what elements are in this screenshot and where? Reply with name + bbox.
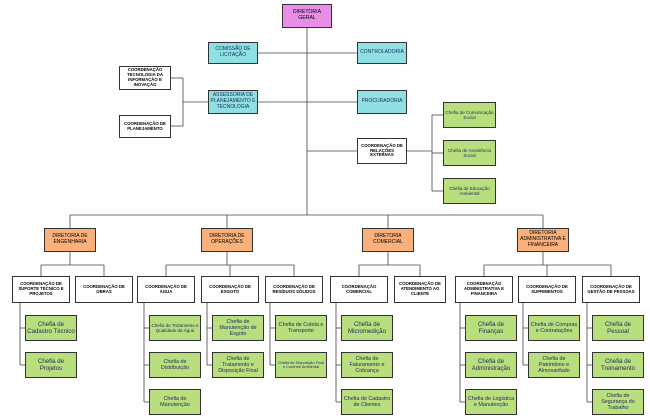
chefia-patrimonio-label: Chefia de Patrimônio e Almoxarifado xyxy=(538,355,570,375)
comissao-licitacao-label: COMISSÃO DE LICITAÇÃO xyxy=(215,46,251,58)
coord-pessoas-box: COORDENAÇÃO DE GESTÃO DE PESSOAS xyxy=(582,276,640,303)
coord-agua-label: COORDENAÇÃO DE ÁGUA xyxy=(145,283,187,294)
chefia-cadastro-tecnico-box: Chefia de Cadastro Técnico xyxy=(25,315,77,341)
chefia-administracao-box: Chefia de Administração xyxy=(465,352,517,378)
chefia-manutencao-esgoto-label: Chefia de Manutenção de Esgoto xyxy=(219,318,257,338)
chefia-coleta-box: Chefia de Coleta e Transporte xyxy=(275,315,327,341)
chefia-educacao-label: Chefia de Educação Ambiental xyxy=(449,185,490,196)
chefia-cadastro-clientes-box: Chefia de Cadastro de Clientes xyxy=(341,389,393,415)
chefia-pessoal-box: Chefia de Pessoal xyxy=(592,315,644,341)
dir-adm-box: DIRETORIA ADMINISTRATIVA E FINANCEIRA xyxy=(517,228,569,252)
coord-comercial-label: COORDENAÇÃO COMERCIAL xyxy=(341,283,377,294)
coord-obras-box: COORDENAÇÃO DE OBRAS xyxy=(75,276,133,303)
dir-comercial-label: DIRETORIA COMERCIAL xyxy=(373,233,403,245)
coord-comercial-box: COORDENAÇÃO COMERCIAL xyxy=(330,276,388,303)
coord-atendimento-box: COORDENAÇÃO DE ATENDIMENTO AO CLIENTE xyxy=(394,276,446,303)
chefia-comunicacao-box: Chefia de Comunicação Social xyxy=(443,102,496,128)
coord-residuos-box: COORDENAÇÃO DE RESÍDUOS SÓLIDOS xyxy=(265,276,323,303)
dir-comercial-box: DIRETORIA COMERCIAL xyxy=(362,228,414,252)
coord-ti-label: COORDENAÇÃO TECNOLOGIA DA INFORMAÇÃO E I… xyxy=(127,67,163,87)
coord-ti-box: COORDENAÇÃO TECNOLOGIA DA INFORMAÇÃO E I… xyxy=(119,66,171,90)
coord-suporte-box: COORDENAÇÃO DE SUPORTE TÉCNICO E PROJETO… xyxy=(12,276,70,303)
controladoria-label: CONTROLADORIA xyxy=(360,49,404,56)
coord-relacoes-label: COORDENAÇÃO DE RELAÇÕES EXTERNAS xyxy=(361,142,403,158)
controladoria-box: CONTROLADORIA xyxy=(357,42,407,64)
coord-planejamento-label: COORDENAÇÃO DE PLANEJAMENTO xyxy=(124,120,166,131)
chefia-tratamento-agua-label: Chefia de Tratamento e Qualidade da Água xyxy=(151,322,199,333)
chefia-tratamento-agua-box: Chefia de Tratamento e Qualidade da Água xyxy=(149,315,201,341)
coord-agua-box: COORDENAÇÃO DE ÁGUA xyxy=(137,276,195,303)
chefia-educacao-box: Chefia de Educação Ambiental xyxy=(443,178,496,204)
chefia-seguranca-label: Chefia de Segurança do Trabalho xyxy=(601,392,635,412)
chefia-pessoal-label: Chefia de Pessoal xyxy=(604,321,632,335)
coord-atendimento-label: COORDENAÇÃO DE ATENDIMENTO AO CLIENTE xyxy=(399,281,441,296)
chefia-treinamento-box: Chefia de Treinamento xyxy=(592,352,644,378)
procuradoria-box: PROCURADORIA xyxy=(357,90,407,114)
chefia-faturamento-label: Chefia de Faturamento e Cobrança xyxy=(349,355,385,375)
chefia-micromedicao-label: Chefia de Micromedição xyxy=(348,321,386,335)
chefia-comunicacao-label: Chefia de Comunicação Social xyxy=(445,109,494,120)
chefia-cadastro-clientes-label: Chefia de Cadastro de Clientes xyxy=(343,395,391,408)
chefia-assistencia-label: Chefia de Assistência Social xyxy=(447,147,492,158)
chefia-patrimonio-box: Chefia de Patrimônio e Almoxarifado xyxy=(528,352,580,378)
dir-adm-label: DIRETORIA ADMINISTRATIVA E FINANCEIRA xyxy=(520,230,566,248)
chefia-logistica-label: Chefia de Logística e Manutenção xyxy=(467,395,515,408)
chefia-financas-box: Chefia de Finanças xyxy=(465,315,517,341)
chefia-faturamento-box: Chefia de Faturamento e Cobrança xyxy=(341,352,393,378)
coord-suporte-label: COORDENAÇÃO DE SUPORTE TÉCNICO E PROJETO… xyxy=(18,281,64,296)
chefia-cadastro-tecnico-label: Chefia de Cadastro Técnico xyxy=(27,321,75,335)
chefia-disposicao-label: Chefia de Disposição Final e Controle Am… xyxy=(277,359,325,369)
dir-operacoes-label: DIRETORIA DE OPERAÇÕES xyxy=(209,233,245,245)
chefia-tratamento-esgoto-label: Chefia de Tratamento e Disposição Final xyxy=(218,355,258,375)
assessoria-box: ASSESSORIA DE PLANEJAMENTO E TECNOLOGIA xyxy=(208,90,258,114)
procuradoria-label: PROCURADORIA xyxy=(361,98,403,105)
assessoria-label: ASSESSORIA DE PLANEJAMENTO E TECNOLOGIA xyxy=(210,92,256,110)
coord-esgoto-label: COORDENAÇÃO DE ESGOTO xyxy=(209,283,251,294)
chefia-manutencao-esgoto-box: Chefia de Manutenção de Esgoto xyxy=(212,315,264,341)
chefia-administracao-label: Chefia de Administração xyxy=(471,358,511,372)
chefia-coleta-label: Chefia de Coleta e Transporte xyxy=(278,321,324,334)
chefia-disposicao-box: Chefia de Disposição Final e Controle Am… xyxy=(275,352,327,378)
comissao-licitacao-box: COMISSÃO DE LICITAÇÃO xyxy=(208,42,258,64)
coord-relacoes-box: COORDENAÇÃO DE RELAÇÕES EXTERNAS xyxy=(357,138,407,164)
chefia-financas-label: Chefia de Finanças xyxy=(477,321,505,335)
chefia-projetos-box: Chefia de Projetos xyxy=(25,352,77,378)
coord-pessoas-label: COORDENAÇÃO DE GESTÃO DE PESSOAS xyxy=(587,283,635,294)
chefia-distribuicao-label: Chefia de Distribuição xyxy=(160,358,190,371)
coord-suprimentos-label: COORDENAÇÃO DE SUPRIMENTOS xyxy=(526,283,568,294)
coord-esgoto-box: COORDENAÇÃO DE ESGOTO xyxy=(201,276,259,303)
coord-planejamento-box: COORDENAÇÃO DE PLANEJAMENTO xyxy=(119,115,171,138)
coord-suprimentos-box: COORDENAÇÃO DE SUPRIMENTOS xyxy=(518,276,576,303)
chefia-distribuicao-box: Chefia de Distribuição xyxy=(149,352,201,378)
chefia-manutencao-label: Chefia de Manutenção xyxy=(160,395,190,408)
chefia-treinamento-label: Chefia de Treinamento xyxy=(601,358,635,372)
coord-adm-fin-box: COORDENAÇÃO ADMINISTRATIVA E FINANCEIRA xyxy=(455,276,513,303)
chefia-projetos-label: Chefia de Projetos xyxy=(37,358,65,372)
dir-engenharia-label: DIRETORIA DE ENGENHARIA xyxy=(52,233,88,245)
dir-engenharia-box: DIRETORIA DE ENGENHARIA xyxy=(44,228,96,252)
diretoria-geral-box: DIRETORIA GERAL xyxy=(282,4,332,28)
coord-residuos-label: COORDENAÇÃO DE RESÍDUOS SÓLIDOS xyxy=(272,283,316,294)
chefia-logistica-box: Chefia de Logística e Manutenção xyxy=(465,389,517,415)
chefia-manutencao-box: Chefia de Manutenção xyxy=(149,389,201,415)
chefia-micromedicao-box: Chefia de Micromedição xyxy=(341,315,393,341)
diretoria-geral-label: DIRETORIA GERAL xyxy=(292,9,322,21)
chefia-compras-label: Chefia de Compras e Contratações xyxy=(530,321,578,334)
dir-operacoes-box: DIRETORIA DE OPERAÇÕES xyxy=(201,228,253,252)
chefia-seguranca-box: Chefia de Segurança do Trabalho xyxy=(592,389,644,415)
chefia-compras-box: Chefia de Compras e Contratações xyxy=(528,315,580,341)
chefia-assistencia-box: Chefia de Assistência Social xyxy=(443,140,496,166)
coord-obras-label: COORDENAÇÃO DE OBRAS xyxy=(83,283,125,294)
coord-adm-fin-label: COORDENAÇÃO ADMINISTRATIVA E FINANCEIRA xyxy=(463,281,505,296)
chefia-tratamento-esgoto-box: Chefia de Tratamento e Disposição Final xyxy=(212,352,264,378)
